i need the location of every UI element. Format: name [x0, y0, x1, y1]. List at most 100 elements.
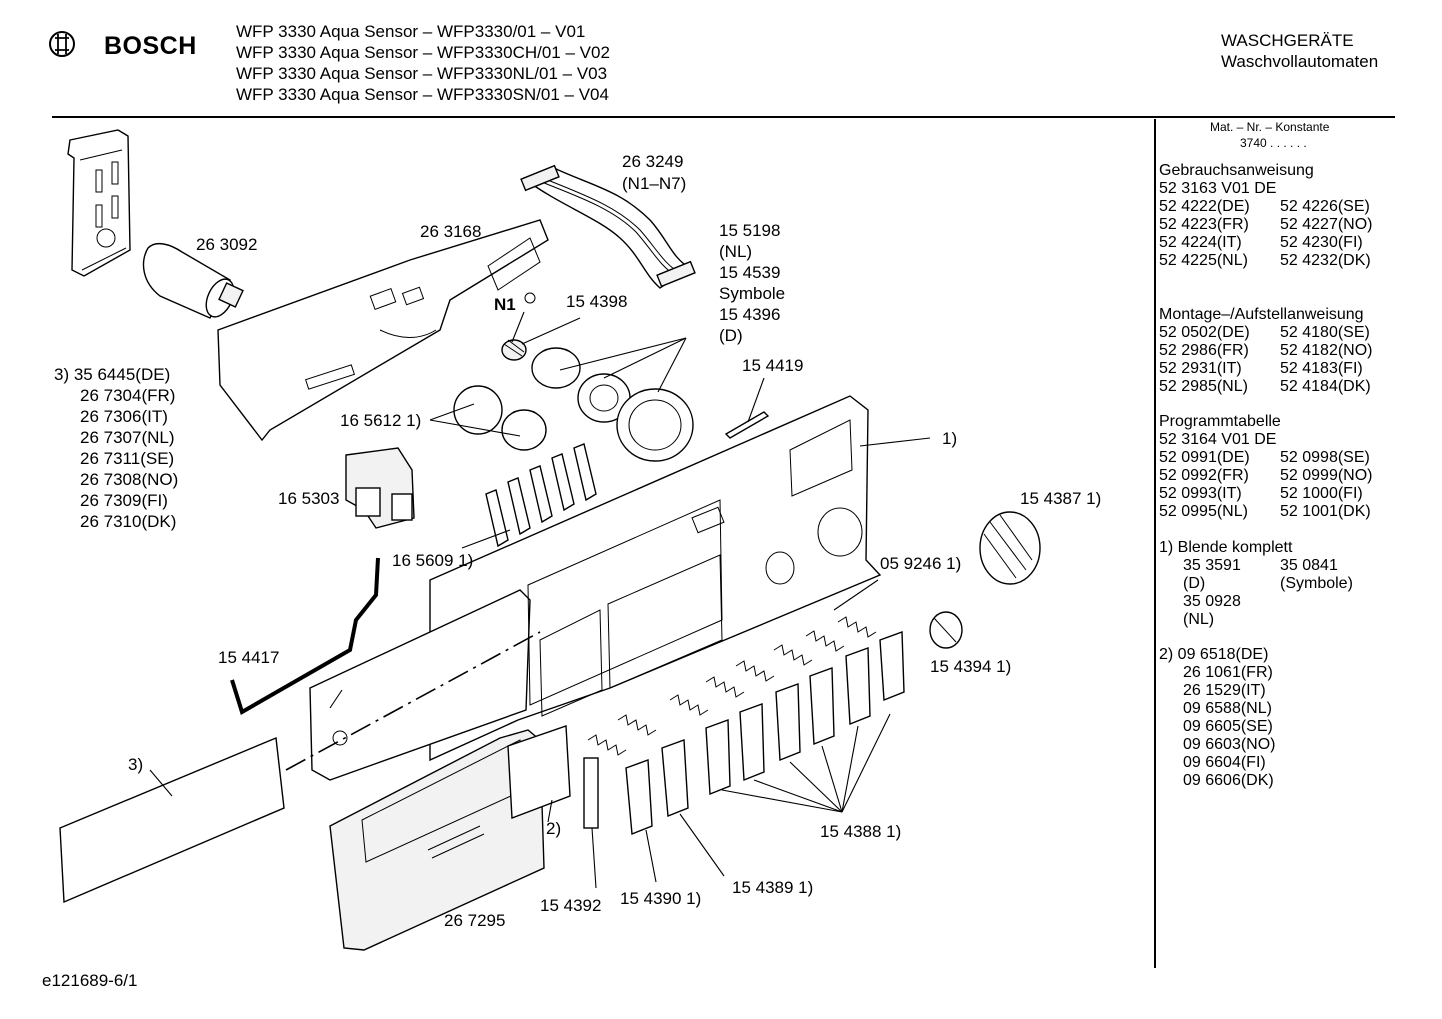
assembly-axis: [285, 631, 541, 771]
label-155198-sub: (NL): [719, 242, 752, 261]
note1-cell: 35 0841: [1280, 557, 1338, 574]
note2-item: 09 6603(NO): [1183, 736, 1276, 753]
small-knob: [501, 339, 527, 361]
montage-cell: 52 4180(SE): [1280, 324, 1370, 341]
wire-spring: [230, 557, 380, 715]
label-154398: 15 4398: [566, 292, 627, 311]
selector-rings: [453, 347, 694, 462]
label-154396: 15 4396: [719, 305, 780, 324]
ribbon-cable: [520, 164, 696, 289]
label-154387: 15 4387 1): [1020, 489, 1101, 508]
note1-cell: 35 0928: [1183, 593, 1241, 610]
label-263249: 26 3249: [622, 152, 683, 171]
label-note3-line: 26 7311(SE): [80, 449, 174, 468]
note2-item: 09 6588(NL): [1183, 700, 1272, 717]
label-165303: 16 5303: [278, 489, 339, 508]
label-154539: 15 4539: [719, 263, 780, 282]
label-263168: 26 3168: [420, 222, 481, 241]
label-note3-line: 26 7310(DK): [80, 512, 176, 531]
push-buttons: [625, 631, 905, 835]
panel-insert: [59, 736, 285, 904]
circuit-board: [217, 219, 549, 442]
label-n1: N1: [494, 295, 516, 314]
label-165609: 16 5609 1): [392, 551, 473, 570]
note2-item: 26 1529(IT): [1183, 682, 1266, 699]
programm-cell: 52 0993(IT): [1159, 485, 1242, 502]
mounting-bracket: [67, 129, 131, 277]
programm-cell: 52 0995(NL): [1159, 503, 1248, 520]
note1-cell: (D): [1183, 575, 1205, 592]
category-subtitle: Waschvollautomaten: [1221, 52, 1378, 71]
brand-name: BOSCH: [104, 32, 197, 60]
note1-cell: 35 3591: [1183, 557, 1241, 574]
montage-cell: 52 0502(DE): [1159, 324, 1250, 341]
programm-cell: 52 0999(NO): [1280, 467, 1373, 484]
montage-title: Montage–/Aufstellanweisung: [1159, 306, 1364, 323]
light-strip: [724, 411, 770, 439]
light-guides: [485, 443, 597, 548]
mat-nr-label: Mat. – Nr. – Konstante: [1210, 120, 1330, 134]
label-154394: 15 4394 1): [930, 657, 1011, 676]
gebrauch-cell: 52 4224(IT): [1159, 234, 1242, 251]
label-symbole: Symbole: [719, 284, 785, 303]
note2-item: 09 6604(FI): [1183, 754, 1266, 771]
note1-cell: (Symbole): [1280, 575, 1353, 592]
label-154392: 15 4392: [540, 896, 601, 915]
label-263092: 26 3092: [196, 235, 257, 254]
gebrauch-cell: 52 4225(NL): [1159, 252, 1248, 269]
montage-cell: 52 2986(FR): [1159, 342, 1249, 359]
montage-cell: 52 2985(NL): [1159, 378, 1248, 395]
programm-first: 52 3164 V01 DE: [1159, 431, 1276, 448]
switch-unit: [345, 447, 415, 529]
note2-item: 26 1061(FR): [1183, 664, 1273, 681]
programm-cell: 52 0992(FR): [1159, 467, 1249, 484]
gebrauch-cell: 52 4226(SE): [1280, 198, 1370, 215]
gebrauch-first: 52 3163 V01 DE: [1159, 180, 1276, 197]
label-note3-line: 26 7304(FR): [80, 386, 175, 405]
gebrauch-cell: 52 4230(FI): [1280, 234, 1363, 251]
label-155198: 15 5198: [719, 221, 780, 240]
bosch-logo-icon: [49, 31, 75, 57]
category-title: WASCHGERÄTE: [1221, 31, 1354, 50]
leader-lines: [149, 311, 931, 889]
capacitor: [142, 242, 244, 319]
small-label-strip: [583, 757, 599, 829]
small-selector-knob: [929, 611, 963, 649]
model-line-1: WFP 3330 Aqua Sensor – WFP3330/01 – V01: [236, 22, 585, 41]
label-154389: 15 4389 1): [732, 878, 813, 897]
control-panel-fascia: [309, 395, 882, 781]
montage-cell: 52 4182(NO): [1280, 342, 1373, 359]
mat-nr-value: 3740 . . . . . .: [1240, 136, 1307, 150]
note2-item: 09 6605(SE): [1183, 718, 1273, 735]
programm-cell: 52 0991(DE): [1159, 449, 1250, 466]
footer-reference: e121689-6/1: [42, 971, 137, 990]
model-line-3: WFP 3330 Aqua Sensor – WFP3330NL/01 – V0…: [236, 64, 607, 83]
main-knob: [979, 511, 1041, 585]
label-note3-line: 3) 35 6445(DE): [54, 365, 170, 384]
label-note3-line: 26 7309(FI): [80, 491, 168, 510]
label-note3-line: 26 7307(NL): [80, 428, 175, 447]
programm-cell: 52 0998(SE): [1280, 449, 1370, 466]
montage-cell: 52 4183(FI): [1280, 360, 1363, 377]
label-059246: 05 9246 1): [880, 554, 961, 573]
note2-item: 09 6606(DK): [1183, 772, 1274, 789]
model-line-2: WFP 3330 Aqua Sensor – WFP3330CH/01 – V0…: [236, 43, 610, 62]
label-note3-line: 26 7306(IT): [80, 407, 168, 426]
label-154419: 15 4419: [742, 356, 803, 375]
note1-cell: (NL): [1183, 611, 1214, 628]
gebrauch-title: Gebrauchsanweisung: [1159, 162, 1314, 179]
label-267295: 26 7295: [444, 911, 505, 930]
montage-cell: 52 2931(IT): [1159, 360, 1242, 377]
gebrauch-cell: 52 4223(FR): [1159, 216, 1249, 233]
label-154417: 15 4417: [218, 648, 279, 667]
label-154396-sub: (D): [719, 326, 743, 345]
programm-title: Programmtabelle: [1159, 413, 1281, 430]
label-154388: 15 4388 1): [820, 822, 901, 841]
note1-title: 1) Blende komplett: [1159, 539, 1293, 556]
label-note3-line: 26 7308(NO): [80, 470, 178, 489]
note2-first: 2) 09 6518(DE): [1159, 646, 1268, 663]
programm-cell: 52 1000(FI): [1280, 485, 1363, 502]
drawer-label-strip: [507, 725, 571, 819]
montage-cell: 52 4184(DK): [1280, 378, 1371, 395]
